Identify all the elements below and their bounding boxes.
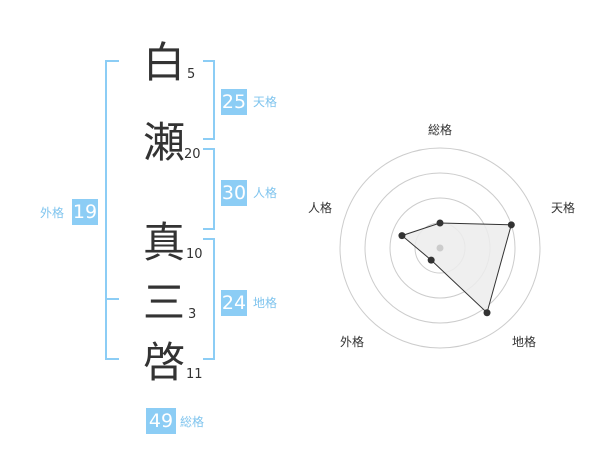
stroke-count-4: 3 <box>188 307 197 322</box>
radar-point-1 <box>507 221 515 229</box>
stroke-count-3: 10 <box>186 247 203 262</box>
stroke-count-5: 11 <box>186 367 203 382</box>
stroke-count-1: 5 <box>187 67 196 82</box>
tenkaku-badge: 25 <box>221 89 247 115</box>
radar-ring <box>339 147 541 349</box>
soukaku-label: 総格 <box>180 415 205 429</box>
radar-axis-label-tenkaku: 天格 <box>551 201 576 215</box>
name-char-5: 啓 <box>143 338 186 387</box>
name-char-4: 三 <box>143 278 186 327</box>
radar-polygon <box>400 222 512 314</box>
radar-axis-label-soukaku: 総格 <box>428 123 453 137</box>
radar-center-dot <box>436 244 444 252</box>
radar-rings <box>339 147 541 349</box>
name-char-3: 真 <box>143 218 186 267</box>
gaikaku-badge: 19 <box>72 199 98 225</box>
radar-point-2 <box>483 309 491 317</box>
radar-axis-label-gaikaku: 外格 <box>340 335 365 349</box>
name-char-1: 白 <box>143 38 186 87</box>
stroke-count-2: 20 <box>184 147 201 162</box>
radar-point-4 <box>398 232 406 240</box>
chikaku-badge: 24 <box>221 290 247 316</box>
name-char-2: 瀬 <box>143 118 186 167</box>
jinkaku-label: 人格 <box>253 186 278 200</box>
radar-ring <box>364 172 516 324</box>
gaikaku-label: 外格 <box>40 206 65 220</box>
radar-point-3 <box>427 256 435 264</box>
jinkaku-badge: 30 <box>221 180 247 206</box>
radar-axis-label-chikaku: 地格 <box>512 335 537 349</box>
tenkaku-label: 天格 <box>253 95 278 109</box>
soukaku-badge: 49 <box>146 408 176 434</box>
radar-point-0 <box>436 219 444 227</box>
radar-points <box>398 219 515 317</box>
radar-axis-label-jinkaku: 人格 <box>308 201 333 215</box>
chikaku-label: 地格 <box>253 296 278 310</box>
